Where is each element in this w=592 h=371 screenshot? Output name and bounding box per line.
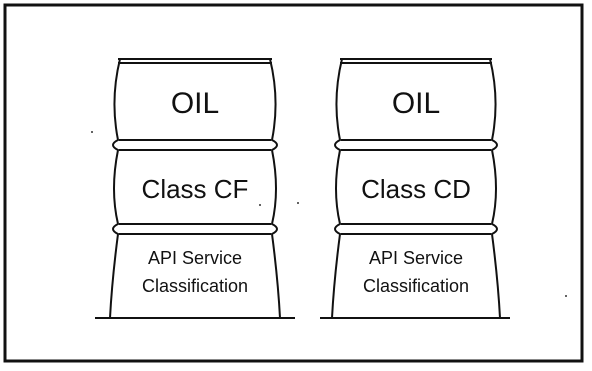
barrel-left-class-label: Class CF xyxy=(142,174,249,204)
speck-mark xyxy=(259,204,261,206)
speck-mark xyxy=(297,202,299,204)
barrel-left-top-label: OIL xyxy=(171,87,219,120)
barrel-right-api-line-2: Classification xyxy=(363,276,469,296)
barrel-right-right-side xyxy=(489,58,501,319)
barrel-left-api-line-2: Classification xyxy=(142,276,248,296)
barrel-right-class-label: Class CD xyxy=(361,174,471,204)
barrel-right-top-label: OIL xyxy=(392,87,440,120)
diagram-frame xyxy=(3,3,584,363)
speck-mark xyxy=(565,295,567,297)
barrel-left-left-side xyxy=(109,58,121,319)
barrel-left-api-line-1: API Service xyxy=(148,248,242,268)
barrel-right-api-line-1: API Service xyxy=(369,248,463,268)
oil-barrel-left xyxy=(95,58,295,319)
oil-barrel-right xyxy=(320,58,510,319)
barrel-right-left-side xyxy=(331,58,343,319)
speck-mark xyxy=(91,131,93,133)
barrel-left-right-side xyxy=(269,58,281,319)
